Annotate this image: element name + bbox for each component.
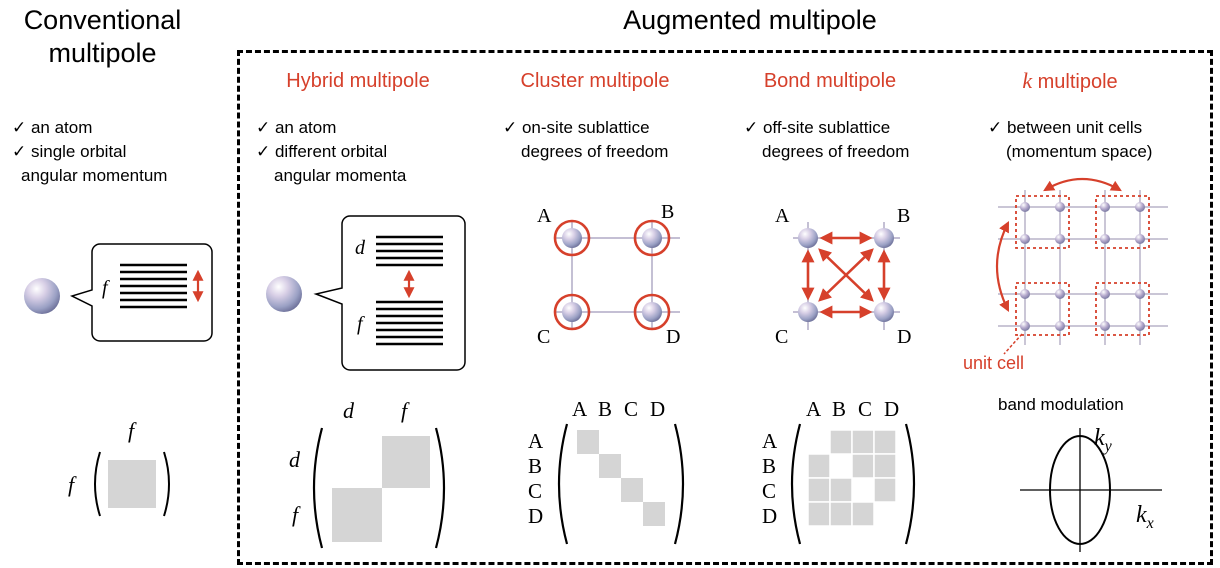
augmented-title: Augmented multipole bbox=[623, 5, 877, 35]
bond-title: Bond multipole bbox=[763, 70, 897, 92]
hybrid-atom bbox=[266, 276, 302, 312]
conventional-title-line1: Conventional bbox=[23, 5, 182, 35]
bond-site-c: C bbox=[775, 326, 788, 348]
bond-site-b: B bbox=[897, 205, 910, 227]
bond-lattice bbox=[793, 222, 900, 330]
cluster-site-d: D bbox=[666, 326, 680, 348]
conventional-title-line2: multipole bbox=[48, 38, 157, 68]
kx-subscript: x bbox=[1146, 515, 1154, 532]
k-title-rest: multipole bbox=[1032, 71, 1118, 93]
note-line: ✓ on-site sublattice bbox=[503, 118, 650, 137]
cluster-row-a: A bbox=[528, 429, 544, 453]
k-title-letter: k bbox=[1022, 68, 1033, 93]
k-lattice bbox=[995, 177, 1168, 355]
conv-matrix-row-f: f bbox=[68, 472, 77, 497]
cluster-row-c: C bbox=[528, 479, 542, 503]
bond-col-d: D bbox=[884, 397, 899, 421]
bond-col-a: A bbox=[806, 397, 822, 421]
hybrid-matrix-row-d: d bbox=[289, 447, 301, 472]
unit-cell-label: unit cell bbox=[963, 353, 1024, 373]
note-line: (momentum space) bbox=[1006, 142, 1153, 161]
hybrid-notes: ✓ an atom ✓ different orbital angular mo… bbox=[256, 116, 406, 188]
conventional-title: Conventional multipole bbox=[0, 4, 205, 70]
augmented-frame bbox=[237, 50, 1213, 565]
bond-row-b: B bbox=[762, 454, 776, 478]
bond-matrix bbox=[790, 423, 916, 545]
conventional-bubble bbox=[69, 243, 213, 342]
cluster-lattice bbox=[553, 219, 680, 331]
bond-row-d: D bbox=[762, 504, 777, 528]
hybrid-bubble-d-label: d bbox=[355, 237, 366, 259]
cluster-notes: ✓ on-site sublattice degrees of freedom bbox=[503, 116, 668, 164]
conventional-matrix bbox=[94, 451, 170, 517]
note-line: ✓ an atom bbox=[12, 118, 93, 137]
cluster-title: Cluster multipole bbox=[520, 70, 670, 92]
hybrid-matrix bbox=[312, 427, 446, 549]
cluster-col-c: C bbox=[624, 397, 638, 421]
conventional-notes: ✓ an atom ✓ single orbital angular momen… bbox=[12, 116, 167, 188]
hybrid-bubble bbox=[313, 215, 466, 371]
conv-matrix-col-f: f bbox=[128, 418, 137, 443]
ky-letter: k bbox=[1094, 425, 1105, 451]
note-line: ✓ between unit cells bbox=[988, 118, 1143, 137]
note-line: ✓ different orbital bbox=[256, 142, 388, 161]
k-title: k multipole bbox=[990, 68, 1150, 94]
note-line: degrees of freedom bbox=[521, 142, 669, 161]
cluster-row-b: B bbox=[528, 454, 542, 478]
bond-site-a: A bbox=[775, 205, 790, 227]
bond-col-b: B bbox=[832, 397, 846, 421]
conv-bubble-f-label: f bbox=[102, 277, 110, 299]
band-modulation-plot bbox=[1020, 428, 1162, 552]
hybrid-bubble-f-label: f bbox=[357, 313, 365, 335]
cluster-site-b: B bbox=[661, 201, 674, 223]
ky-label: ky bbox=[1094, 425, 1113, 455]
cluster-matrix bbox=[557, 423, 685, 545]
cluster-site-a: A bbox=[537, 205, 552, 227]
bond-row-c: C bbox=[762, 479, 776, 503]
bond-row-a: A bbox=[762, 429, 778, 453]
cluster-col-a: A bbox=[572, 397, 588, 421]
hybrid-matrix-col-d: d bbox=[343, 398, 355, 423]
cluster-row-d: D bbox=[528, 504, 543, 528]
note-line: ✓ an atom bbox=[256, 118, 337, 137]
note-line: degrees of freedom bbox=[762, 142, 910, 161]
note-line: angular momenta bbox=[274, 166, 407, 185]
kx-letter: k bbox=[1136, 502, 1147, 528]
cluster-site-c: C bbox=[537, 326, 550, 348]
conventional-atom bbox=[24, 278, 60, 314]
cluster-col-d: D bbox=[650, 397, 665, 421]
hybrid-title: Hybrid multipole bbox=[286, 70, 430, 92]
k-notes: ✓ between unit cells (momentum space) bbox=[988, 116, 1152, 164]
note-line: ✓ off-site sublattice bbox=[744, 118, 891, 137]
ky-subscript: y bbox=[1103, 438, 1113, 455]
bond-notes: ✓ off-site sublattice degrees of freedom bbox=[744, 116, 909, 164]
cluster-col-b: B bbox=[598, 397, 612, 421]
bond-site-d: D bbox=[897, 326, 911, 348]
note-line: angular momentum bbox=[21, 166, 168, 185]
hybrid-matrix-row-f: f bbox=[292, 502, 301, 527]
hybrid-matrix-col-f: f bbox=[401, 398, 410, 423]
kx-label: kx bbox=[1136, 502, 1154, 532]
band-modulation-label: band modulation bbox=[998, 395, 1124, 414]
note-line: ✓ single orbital bbox=[12, 142, 127, 161]
bond-col-c: C bbox=[858, 397, 872, 421]
